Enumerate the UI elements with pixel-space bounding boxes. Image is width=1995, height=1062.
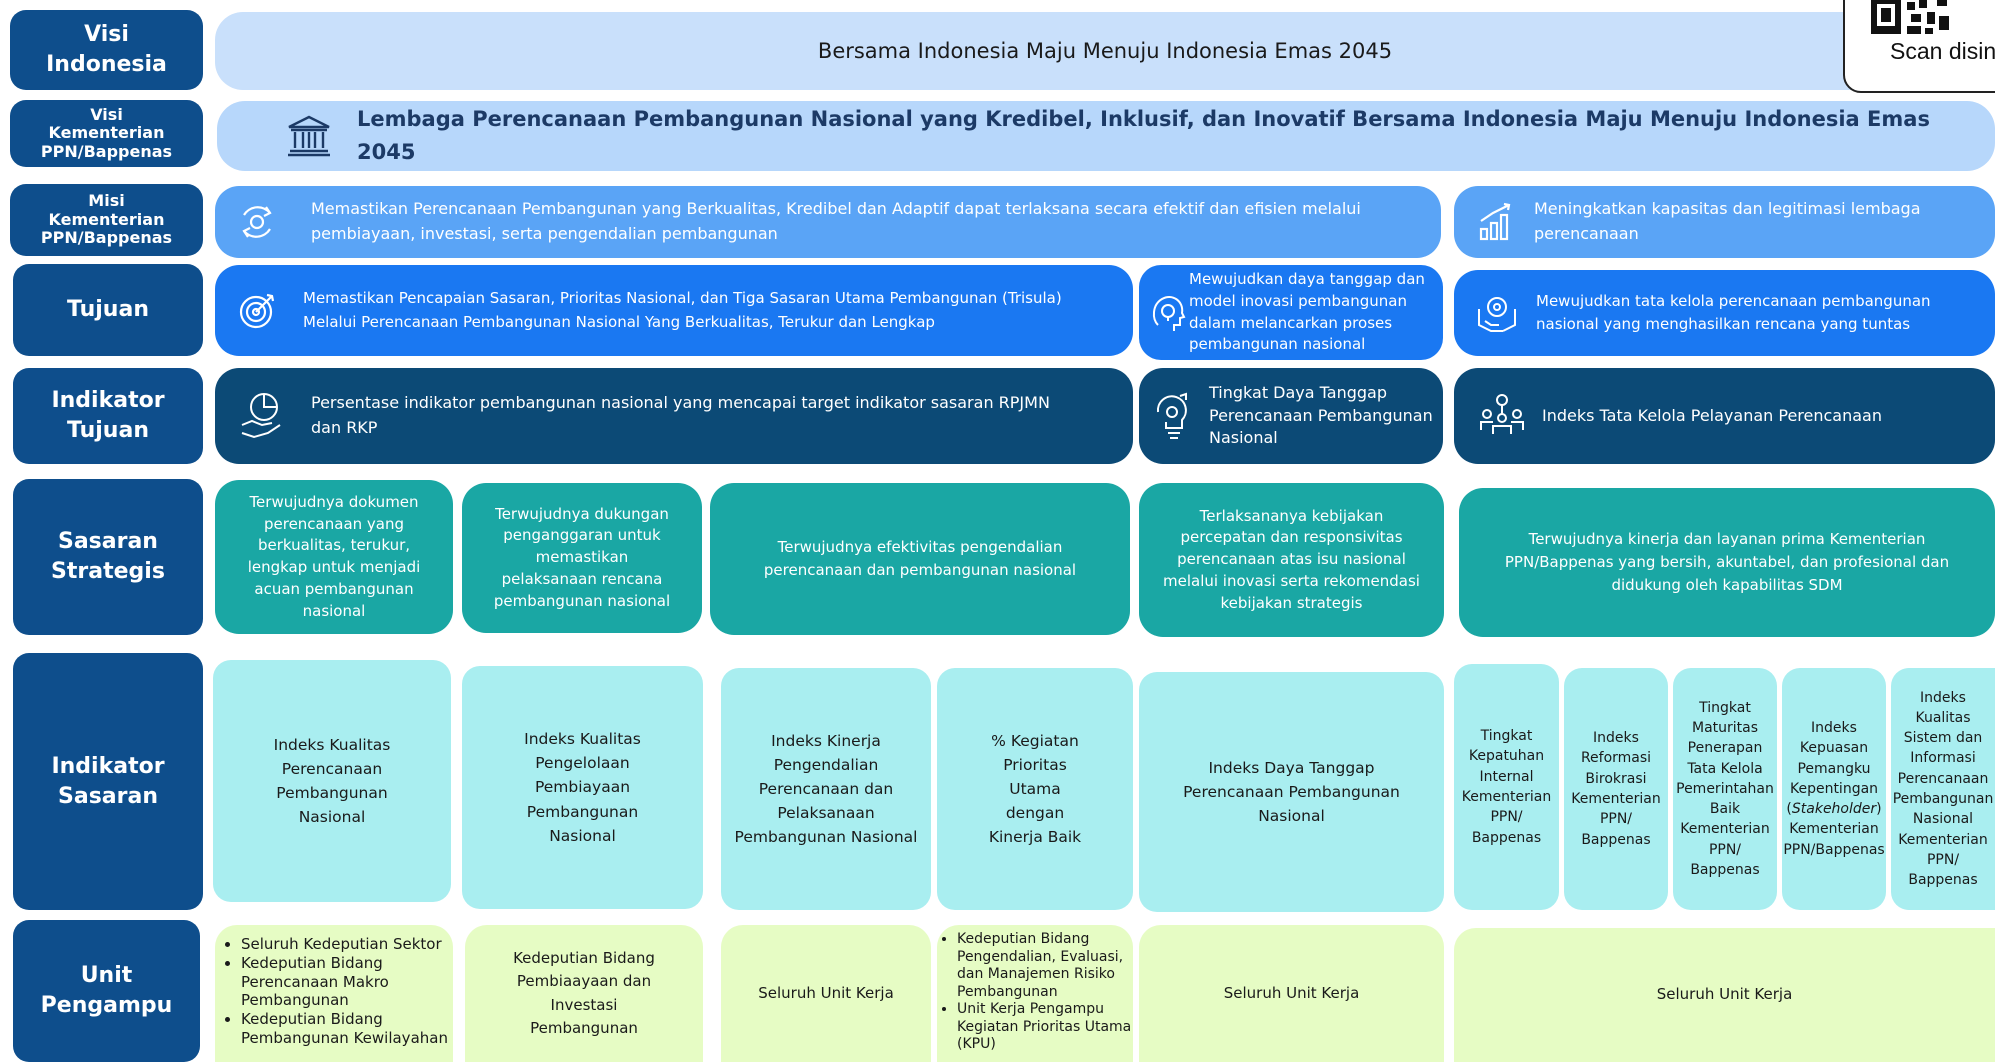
indikator-sasaran-4: % Kegiatan Prioritas Utama dengan Kinerj…: [937, 668, 1133, 910]
indikator-sasaran-9: Indeks Kepuasan Pemangku Kepentingan (St…: [1782, 668, 1886, 910]
tujuan-3-box: Mewujudkan tata kelola perencanaan pemba…: [1454, 270, 1995, 356]
misi-1-text: Memastikan Perencanaan Pembangunan yang …: [311, 199, 1361, 243]
team-network-icon: [1478, 391, 1526, 441]
sasaran-strategis-5: Terwujudnya kinerja dan layanan prima Ke…: [1459, 488, 1995, 637]
cycle-icon: [235, 200, 279, 244]
indikator-tujuan-3-box: Indeks Tata Kelola Pelayanan Perencanaan: [1454, 368, 1995, 464]
qr-code-icon: [1871, 0, 1949, 34]
misi-2-box: Meningkatkan kapasitas dan legitimasi le…: [1454, 186, 1995, 258]
visi-indonesia-text: Bersama Indonesia Maju Menuju Indonesia …: [817, 38, 1393, 63]
indikator-tujuan-2-box: Tingkat Daya Tanggap Perencanaan Pembang…: [1139, 368, 1443, 464]
indikator-sasaran-7: Indeks Reformasi Birokrasi Kementerian P…: [1564, 668, 1668, 910]
unit-pengampu-1: Seluruh Kedeputian Sektor Kedeputian Bid…: [215, 925, 453, 1062]
unit-pengampu-4: Kedeputian Bidang Pengendalian, Evaluasi…: [937, 925, 1133, 1062]
qr-code-box: Scan disini: [1843, 0, 1995, 93]
unit-pengampu-3: Seluruh Unit Kerja: [721, 925, 931, 1062]
visi-kementerian-text: Lembaga Perencanaan Pembangunan Nasional…: [357, 107, 1930, 164]
unit-pengampu-2: Kedeputian Bidang Pembiaayaan dan Invest…: [465, 925, 703, 1062]
target-icon: [235, 289, 279, 333]
tujuan-2-text: Mewujudkan daya tanggap dan model inovas…: [1189, 270, 1425, 354]
indikator-sasaran-3: Indeks Kinerja Pengendalian Perencanaan …: [721, 668, 931, 910]
pie-chart-hand-icon: [237, 388, 287, 444]
tujuan-2-box: Mewujudkan daya tanggap dan model inovas…: [1139, 265, 1443, 360]
tujuan-3-text: Mewujudkan tata kelola perencanaan pemba…: [1536, 291, 1931, 333]
misi-2-text: Meningkatkan kapasitas dan legitimasi le…: [1534, 199, 1921, 243]
visi-indonesia-box: Bersama Indonesia Maju Menuju Indonesia …: [215, 12, 1995, 90]
row-label-tujuan: Tujuan: [13, 264, 203, 356]
sasaran-strategis-1: Terwujudnya dokumen perencanaan yang ber…: [215, 480, 453, 634]
indikator-tujuan-1-box: Persentase indikator pembangunan nasiona…: [215, 368, 1133, 464]
sasaran-strategis-2: Terwujudnya dukungan penganggaran untuk …: [462, 483, 702, 633]
bank-icon: [285, 112, 333, 160]
lightbulb-gear-icon: [1151, 391, 1193, 441]
sasaran-strategis-3: Terwujudnya efektivitas pengendalian per…: [710, 483, 1130, 635]
unit-pengampu-4-list: Kedeputian Bidang Pengendalian, Evaluasi…: [937, 931, 1133, 1054]
qr-label: Scan disini: [1890, 38, 1995, 64]
indikator-tujuan-3-text: Indeks Tata Kelola Pelayanan Perencanaan: [1542, 405, 1882, 425]
lightbulb-head-icon: [1149, 293, 1187, 333]
indikator-sasaran-2: Indeks Kualitas Pengelolaan Pembiayaan P…: [462, 666, 703, 909]
indikator-sasaran-1: Indeks Kualitas Perencanaan Pembangunan …: [213, 660, 451, 902]
tujuan-1-box: Memastikan Pencapaian Sasaran, Prioritas…: [215, 265, 1133, 356]
indikator-sasaran-5: Indeks Daya Tanggap Perencanaan Pembangu…: [1139, 672, 1444, 912]
unit-pengampu-5: Seluruh Unit Kerja: [1139, 925, 1444, 1062]
visi-kementerian-box: Lembaga Perencanaan Pembangunan Nasional…: [217, 101, 1995, 171]
indikator-sasaran-6: Tingkat Kepatuhan Internal Kementerian P…: [1454, 664, 1559, 910]
indikator-sasaran-10: Indeks Kualitas Sistem dan Informasi Per…: [1891, 668, 1995, 910]
hand-care-icon: [1474, 290, 1520, 336]
misi-1-box: Memastikan Perencanaan Pembangunan yang …: [215, 186, 1441, 258]
tujuan-1-text: Memastikan Pencapaian Sasaran, Prioritas…: [303, 289, 1062, 331]
indikator-sasaran-8: Tingkat Maturitas Penerapan Tata Kelola …: [1673, 668, 1777, 910]
unit-pengampu-1-list: Seluruh Kedeputian Sektor Kedeputian Bid…: [221, 935, 449, 1048]
indikator-tujuan-2-text: Tingkat Daya Tanggap Perencanaan Pembang…: [1209, 383, 1433, 448]
growth-chart-icon: [1474, 200, 1518, 244]
sasaran-strategis-4: Terlaksananya kebijakan percepatan dan r…: [1139, 483, 1444, 637]
indikator-tujuan-1-text: Persentase indikator pembangunan nasiona…: [311, 393, 1050, 437]
unit-pengampu-6: Seluruh Unit Kerja: [1454, 928, 1995, 1062]
